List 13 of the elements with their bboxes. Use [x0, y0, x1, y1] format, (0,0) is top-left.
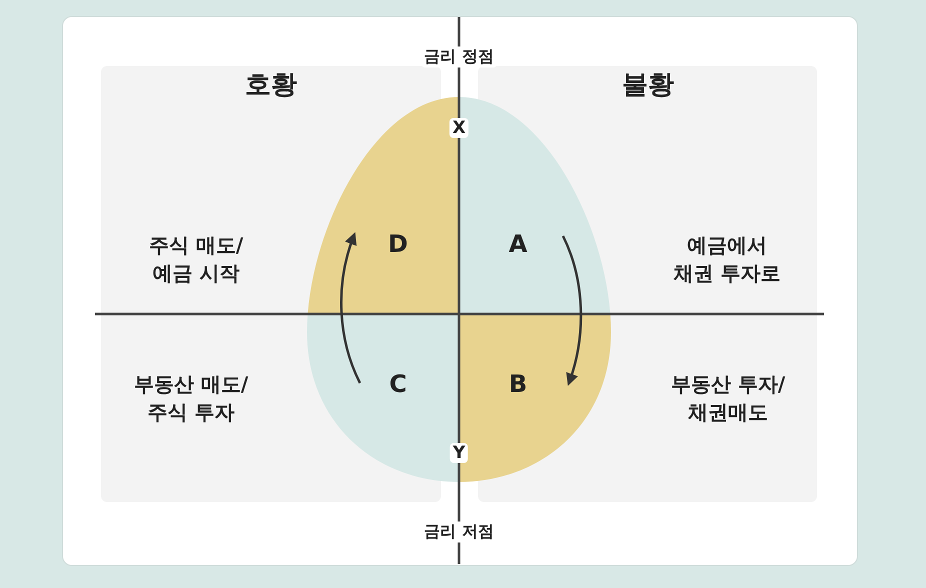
- panel-heading: 호황: [244, 69, 298, 102]
- point-marker: X: [449, 118, 469, 138]
- quadrant-text: 부동산 매도/ 주식 투자: [132, 371, 250, 426]
- panel-heading: 불황: [621, 69, 675, 102]
- axis-label: 금리 정점: [421, 46, 497, 68]
- quadrant-letter: C: [389, 370, 407, 398]
- quadrant-letter: A: [508, 230, 528, 258]
- quadrant-letter: D: [388, 230, 408, 258]
- quadrant-text: 부동산 투자/ 채권매도: [670, 371, 786, 426]
- quadrant-text: 예금에서 채권 투자로: [672, 232, 782, 287]
- point-marker: Y: [450, 443, 468, 463]
- quadrant-text: 주식 매도/ 예금 시작: [148, 232, 244, 287]
- quadrant-letter: B: [508, 370, 528, 398]
